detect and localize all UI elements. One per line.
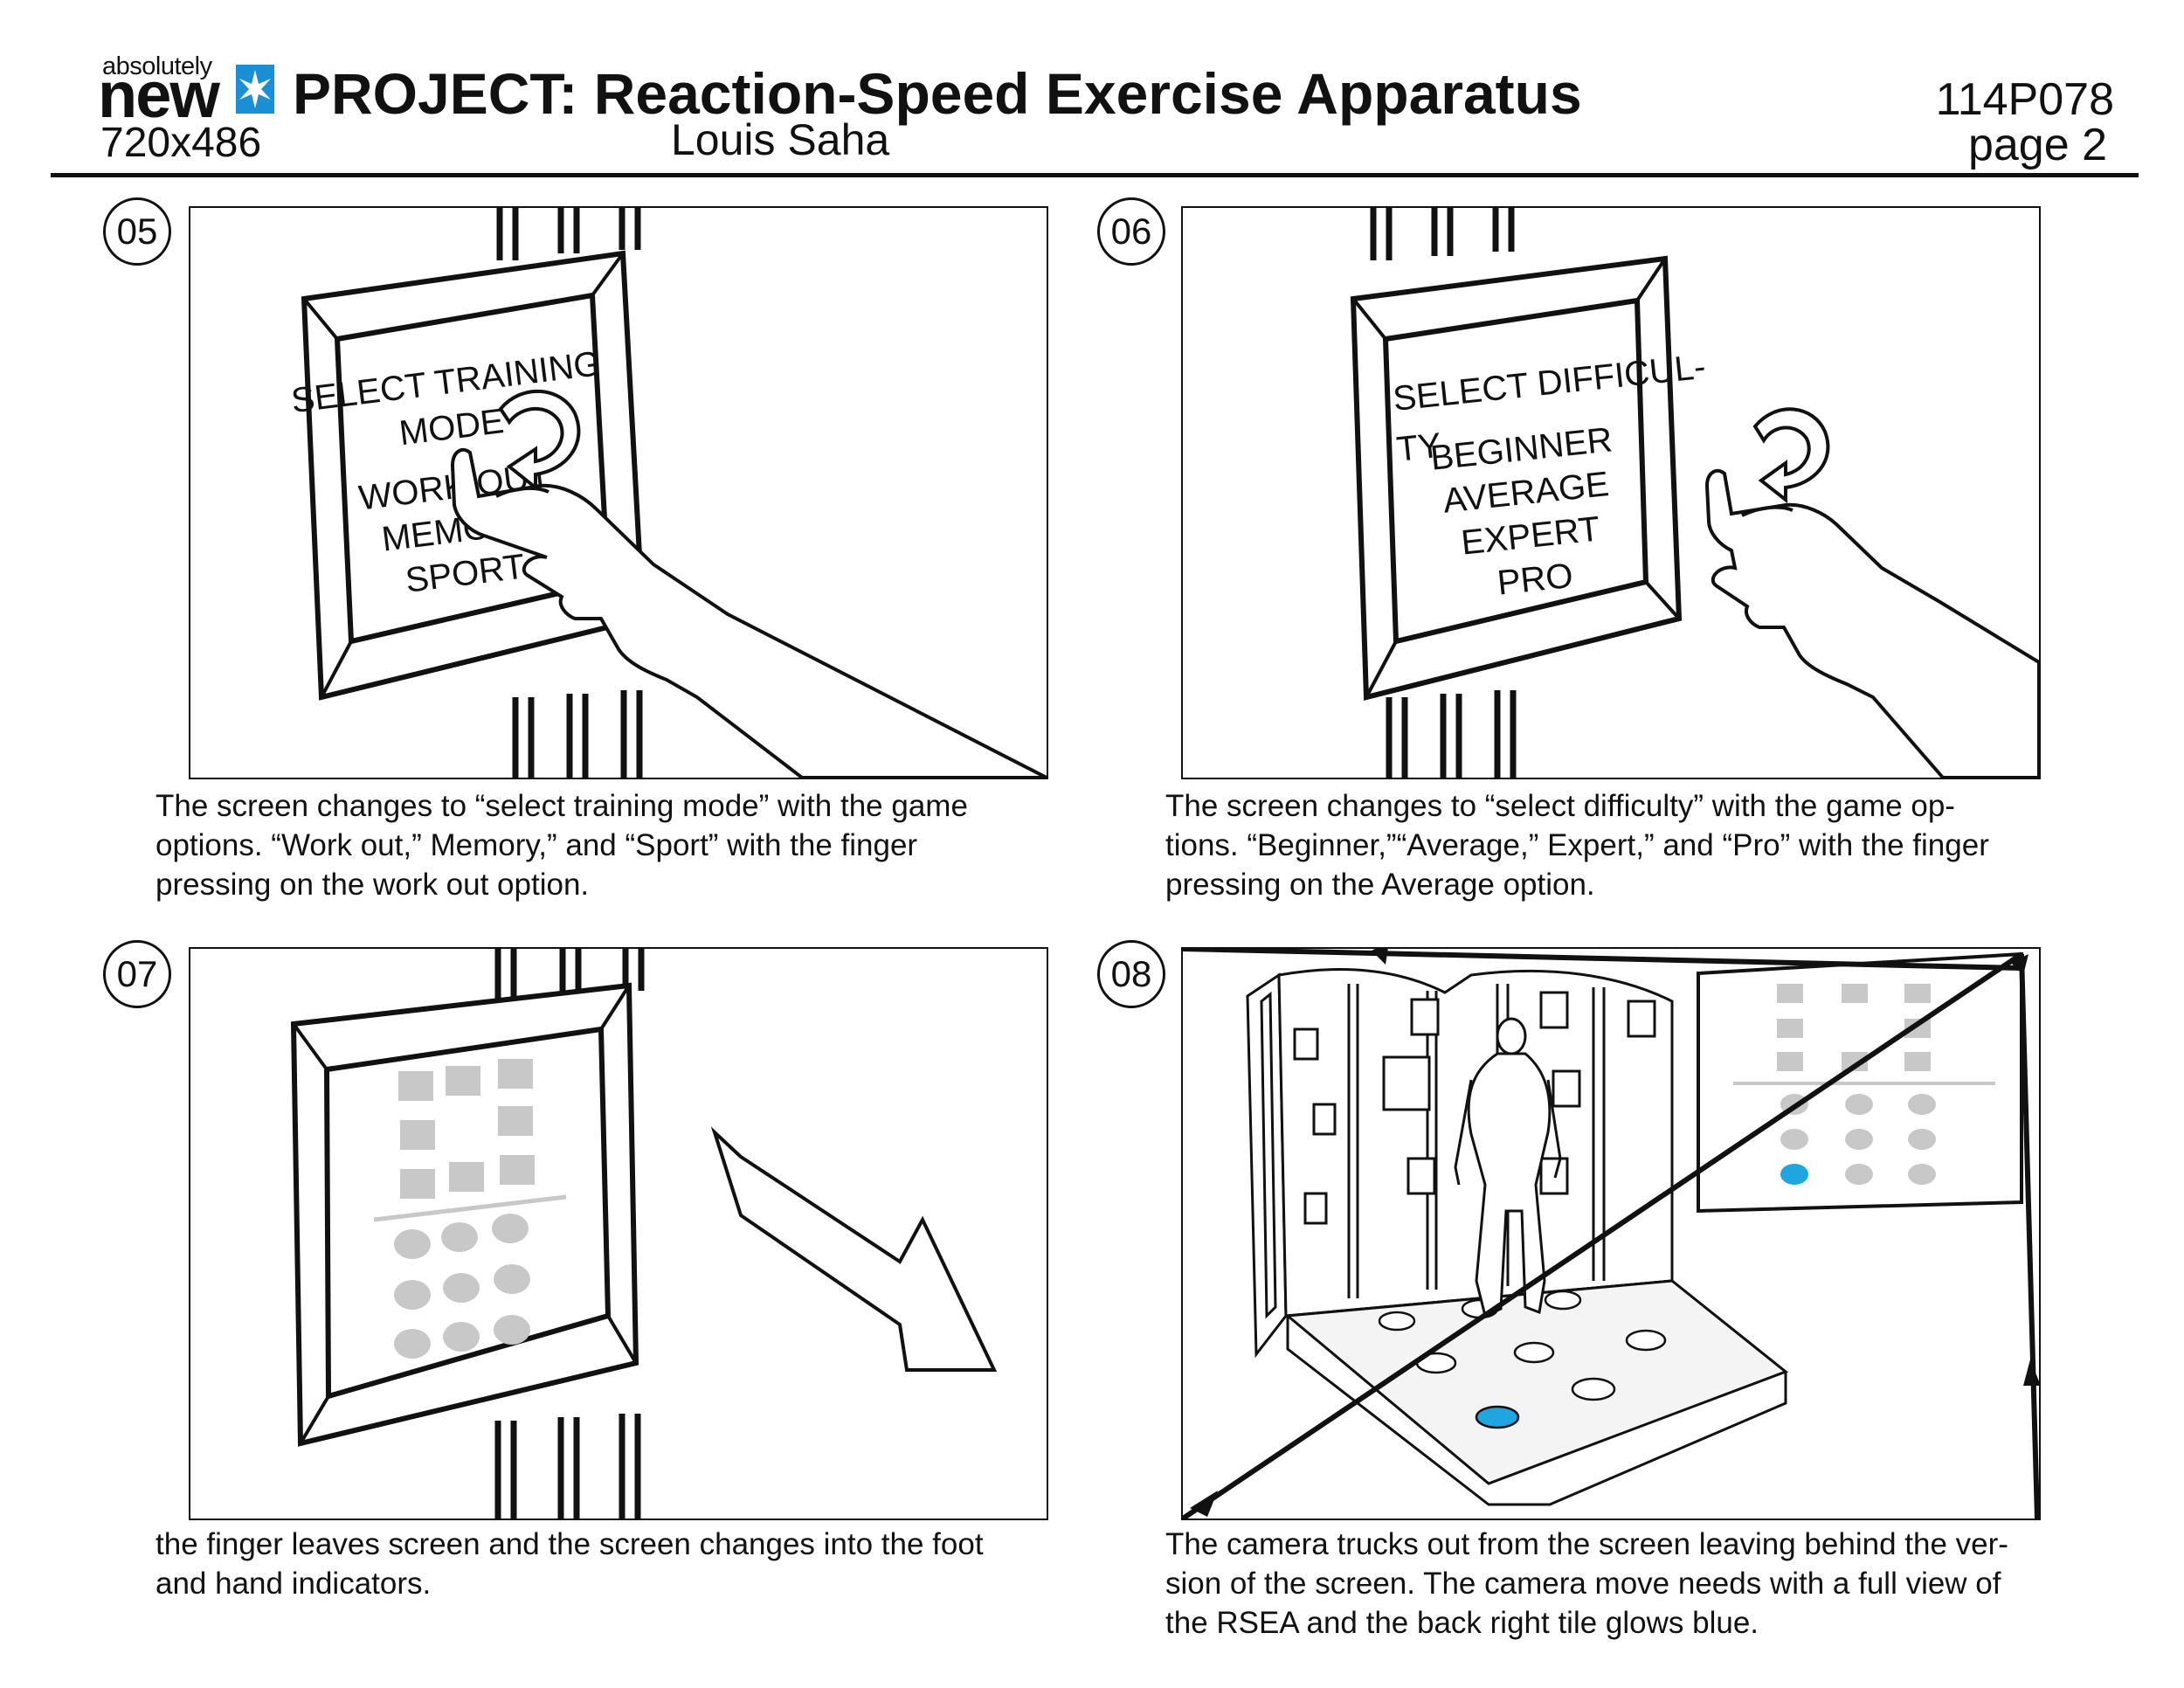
hand-indicator-tile <box>400 1120 435 1150</box>
hand-indicator-tile <box>398 1071 433 1101</box>
option-pro: PRO <box>1496 557 1575 603</box>
project-title: PROJECT: Reaction-Speed Exercise Apparat… <box>293 61 1582 126</box>
foot-indicator-dot <box>443 1322 480 1352</box>
foot-indicator-dot <box>1908 1094 1936 1115</box>
camera-arrow-icon <box>2011 954 2028 975</box>
foot-indicator-dot <box>1780 1129 1808 1150</box>
hand-indicator-tile <box>1777 1052 1803 1071</box>
panel-number-08: 08 <box>1097 940 1165 1008</box>
floor-pad-glowing <box>1475 1405 1520 1429</box>
panel-06-frame: SELECT DIFFICUL- TY BEGINNER AVERAGE EXP… <box>1181 206 2041 779</box>
foot-indicator-dot <box>494 1315 530 1345</box>
foot-indicator-dot-glowing <box>1780 1164 1808 1185</box>
project-code: 114P078 <box>1935 74 2114 125</box>
panel-number-06: 06 <box>1097 197 1165 266</box>
panel-number-07: 07 <box>103 940 171 1008</box>
logo-text-big: new <box>98 59 220 131</box>
camera-arrow-icon <box>2023 1359 2039 1386</box>
panel-08-frame <box>1181 947 2041 1520</box>
panel-07-caption: the finger leaves screen and the screen … <box>156 1527 984 1601</box>
foot-indicator-grid <box>1780 1094 1936 1185</box>
panel-number-05: 05 <box>103 197 171 266</box>
foot-indicator-dot <box>1845 1164 1873 1185</box>
panel-06-caption: The screen changes to “select difficulty… <box>1165 789 1989 902</box>
screen-title-line-2: TY <box>1395 426 1443 469</box>
floor-pad <box>1571 1377 1616 1401</box>
panel-07-frame <box>189 947 1048 1520</box>
panel-05-caption: The screen changes to “select training m… <box>156 789 968 902</box>
floor-pad <box>1625 1329 1667 1352</box>
author-name: Louis Saha <box>671 115 890 164</box>
human-figure <box>1454 1017 1562 1318</box>
camera-arrow-icon <box>1190 1491 1218 1517</box>
panel-07-drawing <box>290 949 998 1519</box>
foot-indicator-dot <box>1845 1129 1873 1150</box>
hand-indicator-tile <box>1777 984 1803 1003</box>
foot-indicator-dot <box>494 1264 530 1294</box>
logo-starburst-icon <box>236 65 274 114</box>
foot-indicator-dot <box>394 1229 431 1259</box>
foot-indicator-dot <box>394 1280 431 1310</box>
panel-08-caption: The camera trucks out from the screen le… <box>1165 1527 2008 1640</box>
hand-indicator-grid <box>373 1059 567 1222</box>
hand-indicator-tile <box>498 1059 533 1089</box>
header-divider <box>51 173 2139 177</box>
panel-05-drawing: SELECT TRAINING MODE WORK OUT MEMORY SPO… <box>289 208 1047 778</box>
panel-06-drawing: SELECT DIFFICUL- TY BEGINNER AVERAGE EXP… <box>1350 208 2039 778</box>
panel-08-drawing <box>1183 949 2039 1519</box>
hand-indicator-tile <box>400 1169 435 1199</box>
exit-arrow-icon <box>710 1126 998 1372</box>
hand-indicator-tile <box>1842 1052 1868 1071</box>
camera-arrow-icon <box>1372 949 1388 965</box>
hand-indicator-tile <box>1777 1019 1803 1038</box>
floor-pad <box>1378 1311 1416 1332</box>
foot-indicator-dot <box>1908 1129 1936 1150</box>
pointing-hand-icon <box>450 447 1047 778</box>
hand-indicator-tile <box>1842 984 1868 1003</box>
hand-indicator-tile <box>498 1106 533 1136</box>
floor-pad <box>1544 1290 1582 1311</box>
hand-indicator-tile <box>1904 1052 1931 1071</box>
page-number: page 2 <box>1967 120 2107 170</box>
foot-indicator-dot <box>394 1329 431 1359</box>
foot-indicator-dot <box>492 1214 529 1243</box>
tap-arrow-icon <box>498 389 581 492</box>
logo-text-small: absolutely <box>102 52 212 80</box>
tap-arrow-icon <box>1752 407 1830 504</box>
hand-indicator-tile <box>500 1155 535 1185</box>
panel-05-frame: SELECT TRAINING MODE WORK OUT MEMORY SPO… <box>189 206 1048 779</box>
foot-indicator-dot <box>441 1222 478 1252</box>
foot-indicator-grid <box>394 1214 530 1359</box>
foot-indicator-dot <box>1908 1164 1936 1185</box>
foot-indicator-dot <box>443 1273 480 1303</box>
hand-indicator-tile <box>446 1066 480 1096</box>
hand-indicator-tile <box>1904 984 1931 1003</box>
hand-indicator-tile <box>449 1162 484 1192</box>
hand-indicator-tile <box>1904 1019 1931 1038</box>
camera-move-lines <box>1183 949 2039 1519</box>
pointing-hand-icon <box>1704 468 2039 778</box>
hand-indicator-grid <box>1733 984 1995 1085</box>
rsea-apparatus <box>1246 967 1788 1506</box>
foot-indicator-dot <box>1845 1094 1873 1115</box>
floor-pad <box>1513 1341 1555 1364</box>
resolution-label: 720x486 <box>100 120 262 166</box>
